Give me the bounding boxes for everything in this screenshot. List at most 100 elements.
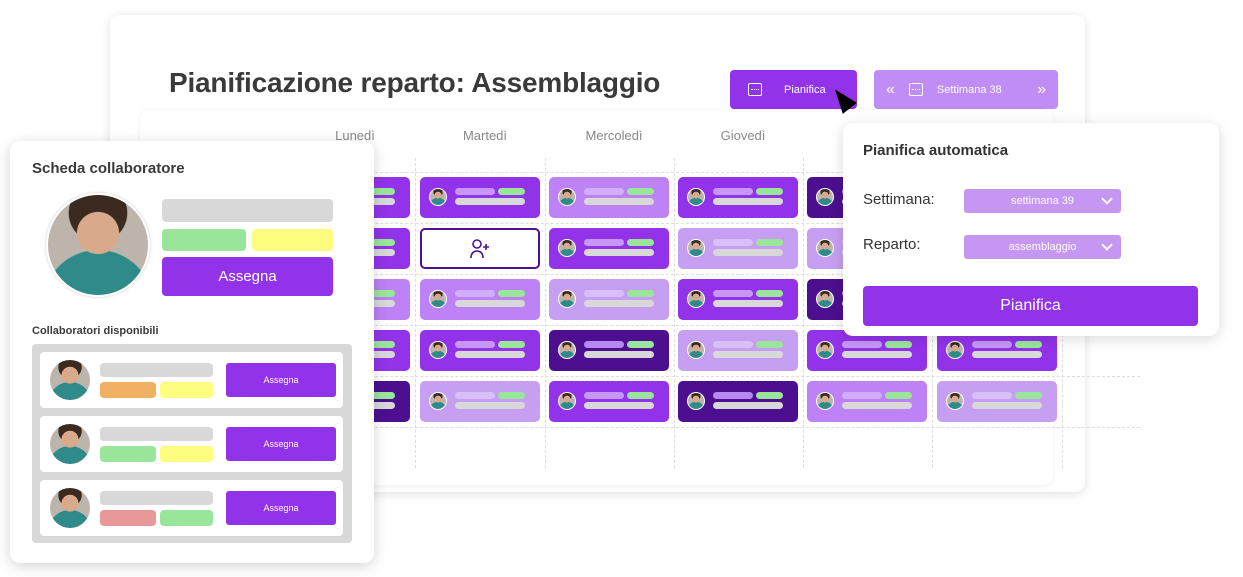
- shift-cell[interactable]: [420, 381, 540, 422]
- name-placeholder: [100, 491, 213, 505]
- employee-avatar: [558, 239, 576, 257]
- collaborator-avatar: [49, 423, 91, 465]
- detail-bar: [584, 300, 654, 307]
- name-placeholder: [100, 363, 213, 377]
- shift-bar: [713, 290, 753, 297]
- assign-button[interactable]: Assegna: [162, 257, 333, 296]
- grid-divider: [280, 172, 1140, 173]
- grid-divider: [280, 376, 1140, 377]
- employee-avatar: [687, 392, 705, 410]
- department-select-value: assemblaggio: [1008, 241, 1077, 253]
- assign-button[interactable]: Assegna: [226, 491, 336, 525]
- grid-divider: [280, 325, 1140, 326]
- shift-cell[interactable]: [678, 279, 798, 320]
- shift-cell[interactable]: [420, 279, 540, 320]
- employee-avatar: [816, 392, 834, 410]
- shift-bar: [584, 341, 624, 348]
- shift-cell[interactable]: [678, 330, 798, 371]
- detail-bar: [842, 351, 912, 358]
- collaborator-avatar: [49, 359, 91, 401]
- shift-cell[interactable]: [937, 330, 1057, 371]
- status-bar: [627, 392, 654, 399]
- week-field-label: Settimana:: [863, 191, 935, 208]
- shift-cell[interactable]: [420, 177, 540, 218]
- grid-divider: [280, 427, 1140, 428]
- add-user-icon: [470, 238, 489, 258]
- week-select[interactable]: settimana 39: [964, 189, 1121, 213]
- status-bar: [368, 188, 395, 195]
- calendar-icon: [908, 83, 923, 96]
- detail-bar: [972, 402, 1042, 409]
- name-placeholder: [100, 427, 213, 441]
- grid-divider: [280, 274, 1140, 275]
- shift-cell[interactable]: [420, 330, 540, 371]
- shift-bar: [842, 341, 882, 348]
- skill-tag: [252, 229, 333, 251]
- name-placeholder: [162, 199, 333, 222]
- status-bar: [627, 188, 654, 195]
- plan-button-label: Pianifica: [784, 83, 826, 96]
- shift-cell[interactable]: [549, 177, 669, 218]
- employee-avatar: [558, 290, 576, 308]
- next-week-icon[interactable]: »: [1037, 80, 1046, 98]
- status-bar: [756, 290, 783, 297]
- shift-cell[interactable]: [549, 381, 669, 422]
- status-bar: [1015, 392, 1042, 399]
- detail-bar: [584, 198, 654, 205]
- assign-button[interactable]: Assegna: [226, 427, 336, 461]
- auto-plan-popup: Pianifica automatica Settimana: settiman…: [843, 123, 1219, 336]
- collaborator-card-title: Scheda collaboratore: [32, 160, 185, 177]
- grid-divider: [545, 158, 546, 468]
- shift-cell[interactable]: [807, 330, 927, 371]
- status-bar: [627, 341, 654, 348]
- day-header: Giovedì: [720, 128, 766, 143]
- shift-cell[interactable]: [549, 279, 669, 320]
- status-bar: [756, 341, 783, 348]
- status-bar: [368, 290, 395, 297]
- shift-cell[interactable]: [678, 381, 798, 422]
- detail-bar: [584, 402, 654, 409]
- department-select[interactable]: assemblaggio: [964, 235, 1121, 259]
- employee-avatar: [429, 290, 447, 308]
- shift-cell[interactable]: [937, 381, 1057, 422]
- employee-avatar: [687, 290, 705, 308]
- skill-tag: [100, 446, 156, 462]
- skill-tag: [160, 446, 213, 462]
- auto-plan-submit-button[interactable]: Pianifica: [863, 286, 1198, 326]
- status-bar: [368, 239, 395, 246]
- detail-bar: [455, 402, 525, 409]
- status-bar: [756, 239, 783, 246]
- page-title: Pianificazione reparto: Assemblaggio: [169, 67, 661, 98]
- prev-week-icon[interactable]: «: [886, 80, 895, 98]
- assign-button[interactable]: Assegna: [226, 363, 336, 397]
- add-shift-cell[interactable]: [420, 228, 540, 269]
- shift-bar: [972, 341, 1012, 348]
- shift-cell[interactable]: [678, 177, 798, 218]
- skill-tag: [100, 510, 156, 526]
- plan-button[interactable]: Pianifica: [730, 70, 857, 109]
- week-label: Settimana 38: [936, 83, 1002, 96]
- employee-avatar: [429, 341, 447, 359]
- detail-bar: [584, 249, 654, 256]
- grid-divider: [280, 223, 1140, 224]
- status-bar: [627, 239, 654, 246]
- grid-divider: [415, 158, 416, 468]
- grid-divider: [803, 158, 804, 468]
- shift-cell[interactable]: [807, 381, 927, 422]
- employee-avatar: [558, 188, 576, 206]
- shift-bar: [972, 392, 1012, 399]
- detail-bar: [713, 249, 783, 256]
- detail-bar: [713, 351, 783, 358]
- shift-bar: [713, 188, 753, 195]
- shift-bar: [455, 392, 495, 399]
- department-field-label: Reparto:: [863, 236, 921, 253]
- shift-cell[interactable]: [549, 228, 669, 269]
- available-title: Collaboratori disponibili: [32, 325, 159, 337]
- shift-bar: [455, 188, 495, 195]
- shift-cell[interactable]: [549, 330, 669, 371]
- detail-bar: [455, 351, 525, 358]
- shift-bar: [584, 290, 624, 297]
- shift-cell[interactable]: [678, 228, 798, 269]
- employee-avatar: [816, 341, 834, 359]
